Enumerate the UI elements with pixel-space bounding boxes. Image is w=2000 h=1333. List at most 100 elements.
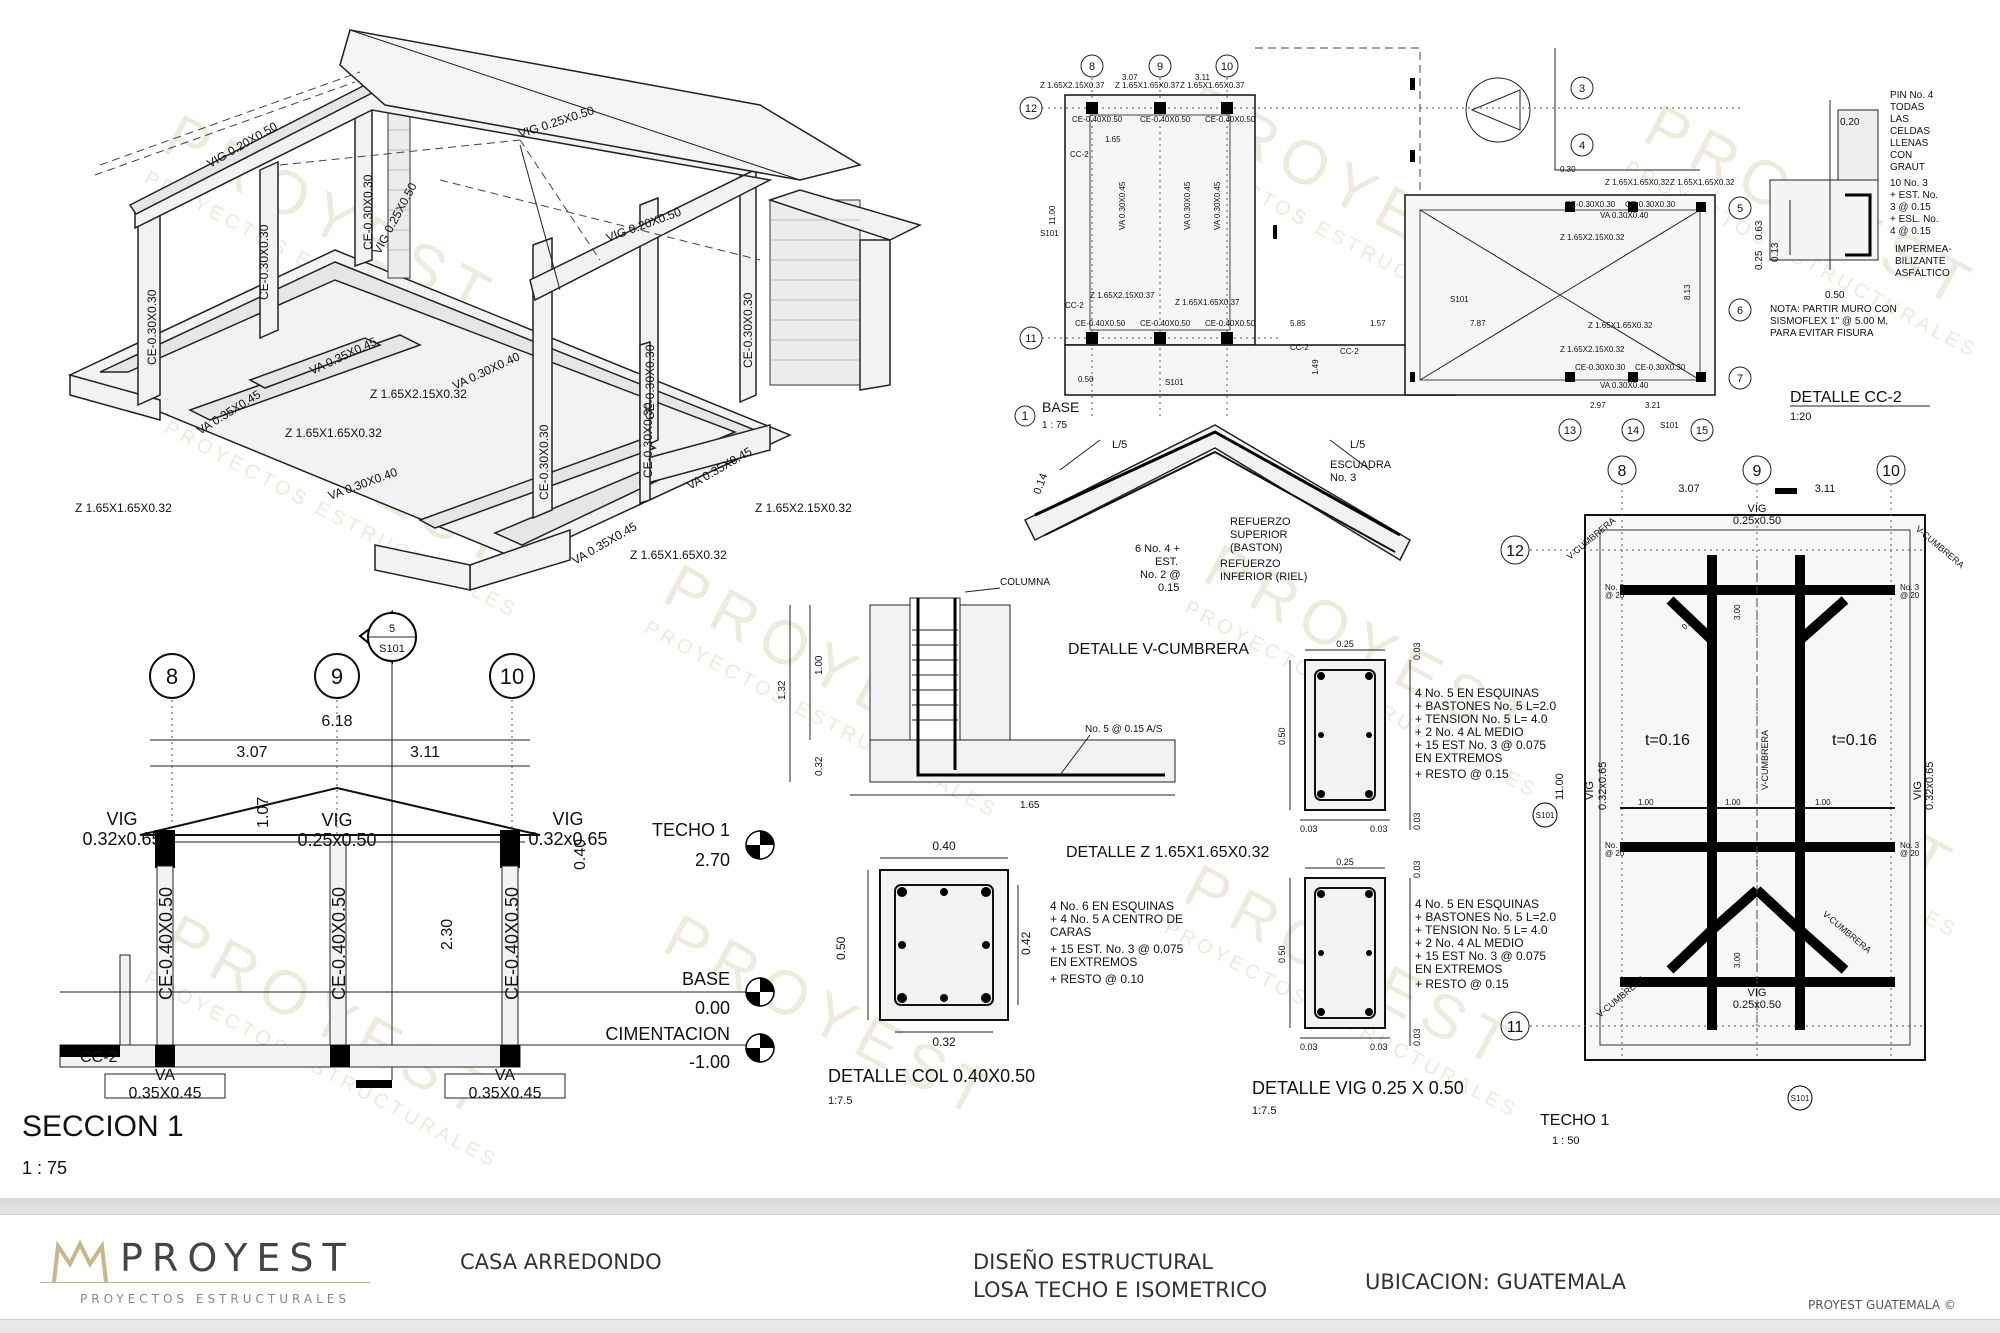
svg-text:0.14: 0.14	[1032, 472, 1051, 496]
svg-text:1.49: 1.49	[1311, 359, 1320, 375]
svg-text:0.40: 0.40	[932, 839, 956, 853]
svg-text:Z 1.65X1.65X0.37: Z 1.65X1.65X0.37	[1175, 298, 1240, 307]
svg-text:NOTA: PARTIR MURO CON: NOTA: PARTIR MURO CON	[1770, 304, 1897, 315]
svg-text:1.65: 1.65	[1020, 800, 1040, 811]
svg-text:10: 10	[500, 664, 524, 689]
svg-text:SUPERIOR: SUPERIOR	[1230, 529, 1288, 541]
svg-text:0.50: 0.50	[1277, 727, 1287, 745]
svg-text:@ 20: @ 20	[1605, 849, 1625, 858]
svg-text:0.32: 0.32	[932, 1035, 956, 1049]
svg-text:Z 1.65X1.65X0.32: Z 1.65X1.65X0.32	[285, 426, 382, 440]
svg-text:9: 9	[1157, 61, 1163, 73]
svg-text:LLENAS: LLENAS	[1890, 138, 1929, 149]
svg-text:REFUERZO: REFUERZO	[1220, 558, 1281, 570]
svg-text:S101: S101	[379, 643, 405, 655]
svg-text:@ 20: @ 20	[1900, 591, 1920, 600]
detail-beam-upper: 0.25 0.03 0.50 0.03 0.03 0.03 4 No. 5 EN…	[1277, 639, 1557, 834]
svg-text:VIG: VIG	[1584, 781, 1596, 800]
svg-text:Z 1.65X1.65X0.37: Z 1.65X1.65X0.37	[1180, 81, 1245, 90]
svg-text:Z 1.65X2.15X0.37: Z 1.65X2.15X0.37	[1040, 81, 1105, 90]
design-title-1: DISEÑO ESTRUCTURAL	[973, 1250, 1213, 1274]
svg-text:1.00: 1.00	[814, 655, 825, 675]
svg-text:No. 3: No. 3	[1900, 583, 1920, 592]
svg-text:+ 15 EST No. 3 @ 0.075: + 15 EST No. 3 @ 0.075	[1415, 738, 1546, 752]
svg-text:CC-2: CC-2	[1290, 343, 1309, 352]
svg-text:0.13: 0.13	[1770, 242, 1781, 262]
section-scale: 1 : 75	[22, 1158, 67, 1178]
svg-text:CE-0.40X0.50: CE-0.40X0.50	[1075, 319, 1126, 328]
svg-text:REFUERZO: REFUERZO	[1230, 516, 1291, 528]
svg-text:BASE: BASE	[682, 969, 730, 989]
svg-text:1.57: 1.57	[1370, 319, 1386, 328]
svg-text:1 : 75: 1 : 75	[1042, 420, 1067, 431]
svg-text:0.50: 0.50	[834, 936, 848, 960]
detail-column: 0.40 0.50 0.42 0.32 4 No. 6 EN ESQUINAS …	[828, 839, 1184, 1107]
svg-text:3.21: 3.21	[1645, 401, 1661, 410]
svg-text:+ 2 No. 4 AL MEDIO: + 2 No. 4 AL MEDIO	[1415, 725, 1524, 739]
title-band	[0, 1214, 2000, 1320]
svg-text:V-CUMBRERA: V-CUMBRERA	[1760, 730, 1770, 790]
svg-text:0.03: 0.03	[1412, 1028, 1422, 1046]
svg-text:Z 1.65X1.65X0.32: Z 1.65X1.65X0.32	[75, 501, 172, 515]
svg-text:S101: S101	[1165, 378, 1184, 387]
svg-text:VIG: VIG	[321, 810, 352, 830]
section-axes: 8 9 10	[149, 653, 535, 699]
svg-text:CE-0.30X0.30: CE-0.30X0.30	[361, 174, 375, 250]
svg-text:CE-0.30X0.30: CE-0.30X0.30	[257, 224, 271, 300]
svg-text:7: 7	[1737, 373, 1743, 385]
svg-text:INFERIOR (RIEL): INFERIOR (RIEL)	[1220, 571, 1307, 583]
svg-text:4 No. 6 EN ESQUINAS: 4 No. 6 EN ESQUINAS	[1050, 899, 1174, 913]
svg-text:CE-0.30X0.30: CE-0.30X0.30	[1635, 363, 1686, 372]
svg-text:S101: S101	[1450, 295, 1469, 304]
svg-text:0.50: 0.50	[1277, 945, 1287, 963]
svg-text:1: 1	[1022, 409, 1029, 423]
svg-text:CE-0.30X0.30: CE-0.30X0.30	[641, 402, 655, 478]
svg-text:S101: S101	[1536, 811, 1555, 820]
svg-text:0.00: 0.00	[695, 998, 730, 1018]
svg-text:0.32: 0.32	[814, 756, 825, 776]
svg-text:0.25: 0.25	[1336, 857, 1354, 867]
svg-text:0.35X0.45: 0.35X0.45	[469, 1085, 542, 1102]
svg-text:6.18: 6.18	[321, 713, 352, 730]
svg-text:11: 11	[1025, 333, 1036, 345]
svg-text:1.65: 1.65	[1105, 135, 1121, 144]
svg-text:VA: VA	[495, 1067, 515, 1084]
svg-text:No. 3: No. 3	[1330, 472, 1356, 484]
svg-text:0.15: 0.15	[1158, 582, 1179, 594]
svg-text:EST.: EST.	[1155, 556, 1178, 568]
svg-text:EN EXTREMOS: EN EXTREMOS	[1050, 955, 1137, 969]
svg-text:6: 6	[1737, 305, 1743, 317]
svg-text:1:20: 1:20	[1790, 411, 1811, 423]
svg-text:LAS: LAS	[1890, 114, 1909, 125]
svg-text:Z 1.65X2.15X0.32: Z 1.65X2.15X0.32	[755, 501, 852, 515]
svg-text:VA 0.30X0.45: VA 0.30X0.45	[1183, 181, 1192, 230]
svg-text:+ TENSION No. 5 L= 4.0: + TENSION No. 5 L= 4.0	[1415, 923, 1548, 937]
svg-text:1.32: 1.32	[777, 680, 788, 700]
section-1: 8 9 10 5 S101 6.18 3.07 3.11 1.07 0.40 2…	[22, 610, 775, 1178]
svg-text:0.35X0.45: 0.35X0.45	[129, 1085, 202, 1102]
svg-text:No. 3: No. 3	[1605, 841, 1625, 850]
svg-text:EN EXTREMOS: EN EXTREMOS	[1415, 751, 1502, 765]
svg-text:+ EST. No.: + EST. No.	[1890, 190, 1938, 201]
svg-text:Z 1.65X1.65X0.32: Z 1.65X1.65X0.32	[630, 548, 727, 562]
svg-text:4 No. 5 EN ESQUINAS: 4 No. 5 EN ESQUINAS	[1415, 897, 1539, 911]
svg-text:GRAUT: GRAUT	[1890, 162, 1925, 173]
svg-text:0.25x0.50: 0.25x0.50	[1733, 999, 1781, 1011]
svg-text:CE-0.40X0.50: CE-0.40X0.50	[156, 887, 176, 1000]
svg-text:Z 1.65X2.15X0.32: Z 1.65X2.15X0.32	[1560, 345, 1625, 354]
svg-text:4 No. 5 EN ESQUINAS: 4 No. 5 EN ESQUINAS	[1415, 686, 1539, 700]
svg-text:VIG: VIG	[552, 809, 583, 829]
svg-text:+ TENSION No. 5 L= 4.0: + TENSION No. 5 L= 4.0	[1415, 712, 1548, 726]
svg-text:12: 12	[1025, 103, 1037, 115]
detail-beam-lower: 0.25 0.03 0.50 0.03 0.03 0.03 4 No. 5 EN…	[1252, 857, 1557, 1117]
svg-text:VA 0.30X0.40: VA 0.30X0.40	[1600, 211, 1649, 220]
cc2-title: DETALLE CC-2	[1790, 389, 1902, 406]
svg-text:CELDAS: CELDAS	[1890, 126, 1930, 137]
svg-text:CON: CON	[1890, 150, 1912, 161]
svg-text:1.07: 1.07	[255, 797, 272, 828]
svg-text:0.03: 0.03	[1412, 860, 1422, 878]
vcumbrera-title: DETALLE V-CUMBRERA	[1068, 641, 1249, 658]
svg-text:CC-2: CC-2	[1065, 301, 1084, 310]
